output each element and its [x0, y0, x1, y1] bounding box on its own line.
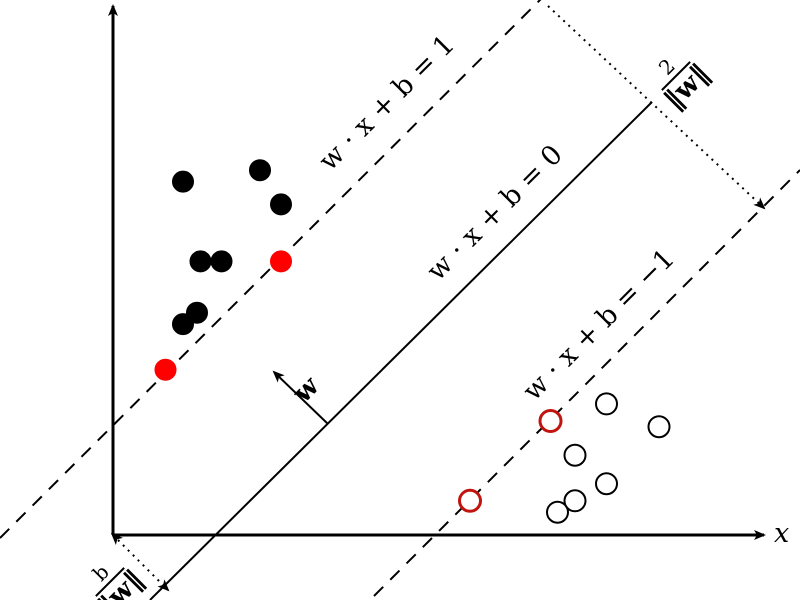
negative-point [595, 472, 618, 496]
hyperplane-label: w · x + b = 0 [421, 139, 569, 287]
data-points [154, 159, 671, 524]
negative-support-vector [458, 488, 482, 513]
positive-support-vector [270, 250, 292, 273]
positive-point [210, 250, 233, 273]
offset-arrow [110, 532, 170, 592]
hyperplane-line [149, 101, 653, 600]
offset-fraction-bar [95, 567, 125, 597]
positive-point [270, 193, 292, 216]
minus-margin-line [373, 169, 800, 597]
offset-fraction: b ‖w‖ [88, 560, 150, 600]
positive-point [249, 159, 271, 182]
negative-support-vector [538, 409, 563, 433]
minus-margin-label: w · x + b = −1 [517, 243, 681, 407]
positive-support-vector [154, 358, 177, 381]
normal-vector-arrow [272, 370, 329, 425]
positive-point [172, 170, 194, 193]
positive-point [189, 250, 212, 273]
normal-vector-label: w [286, 370, 326, 410]
negative-point [563, 443, 587, 467]
margin-fraction-bar [661, 61, 691, 91]
plus-margin-label: w · x + b = 1 [313, 29, 461, 177]
negative-point [647, 415, 671, 439]
x-axis-label: x [774, 518, 789, 549]
positive-point [186, 301, 208, 324]
margin-width-arrow [547, 5, 766, 210]
negative-point [595, 392, 618, 416]
negative-point [563, 489, 587, 513]
margin-width-fraction: 2 ‖w‖ [654, 54, 716, 116]
negative-point [546, 500, 569, 524]
